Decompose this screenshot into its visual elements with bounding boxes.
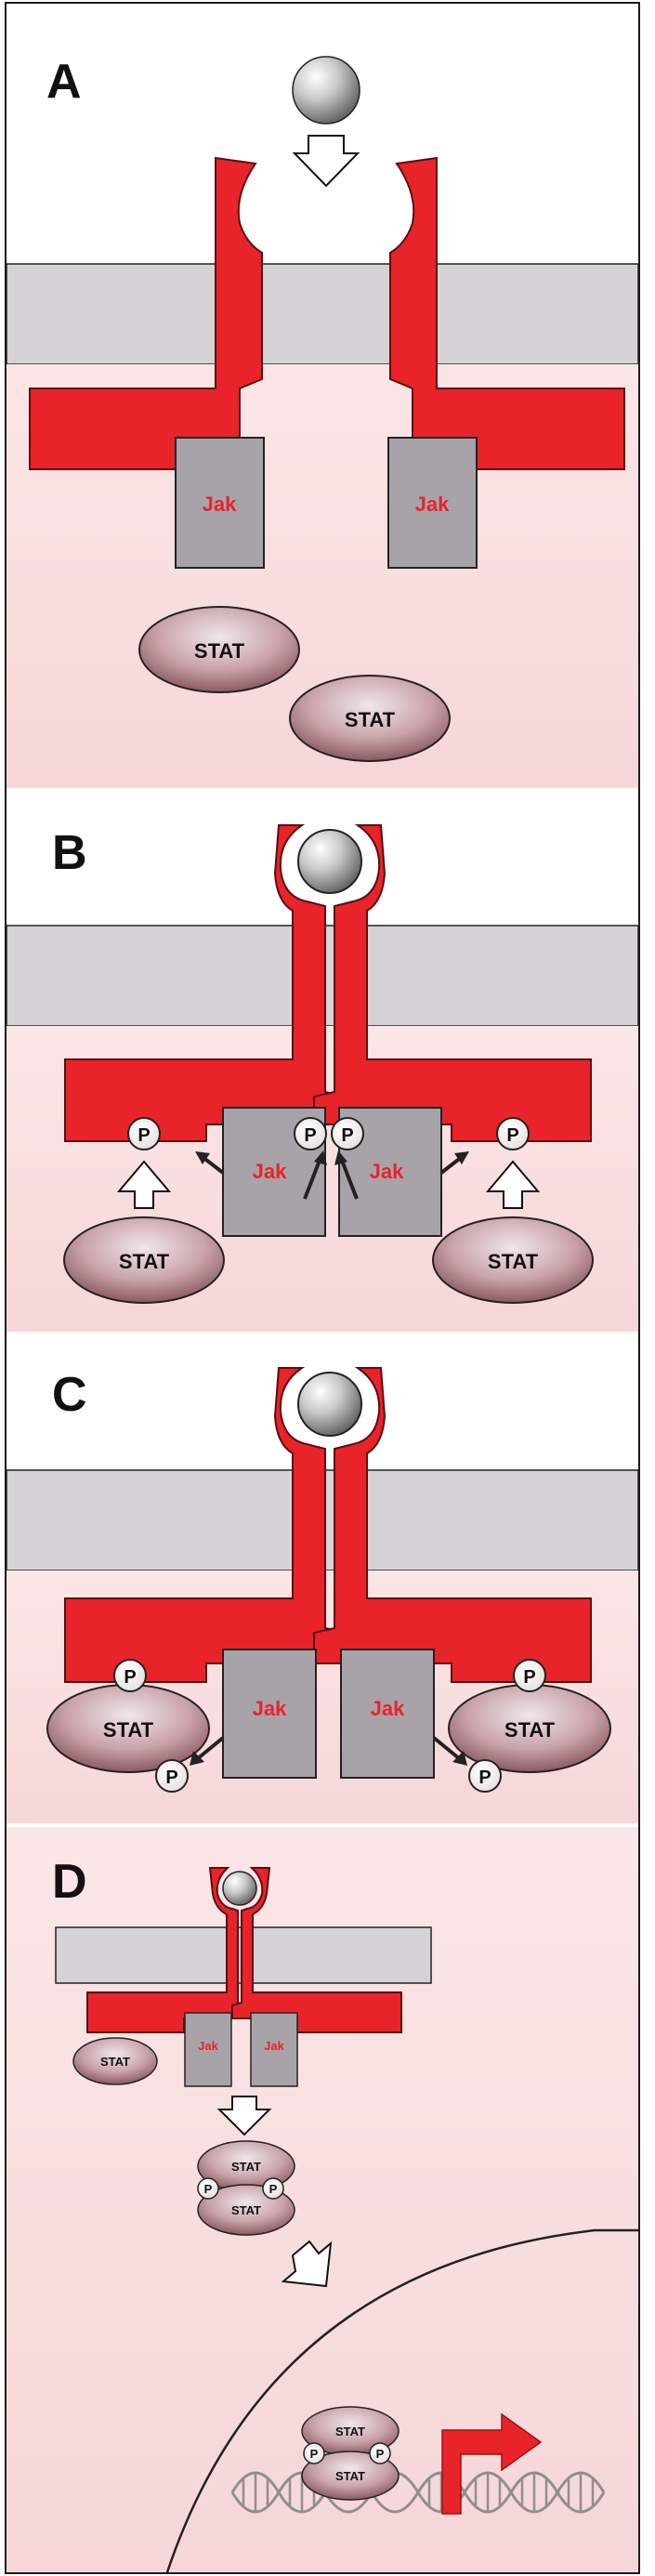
jak-label: Jak [198,2039,218,2053]
jak-label: Jak [253,1160,287,1183]
stat-oval [72,2037,158,2085]
up-arrow-icon [485,1160,541,1209]
phosphate-label: P [310,2447,319,2461]
stat-label: STAT [103,1718,154,1741]
jak-box-left [184,2012,232,2087]
jak-box-left [175,437,265,569]
phosphate-circle [127,1117,161,1150]
phosphate-label: P [165,1768,177,1788]
jak-box-right [387,437,478,569]
stat-label: STAT [504,1718,556,1741]
stat-label: STAT [194,639,245,663]
transcription-arrow-icon [441,2412,543,2515]
jak-box-left [222,1649,317,1779]
panel-label: B [52,826,87,880]
phosphate-label: P [376,2447,385,2461]
down-arrow-icon [292,135,360,188]
panel-a-membrane [6,263,639,365]
jak-box-right [250,2012,298,2087]
phosphate-circle [262,2177,284,2200]
panel-label: D [52,1855,87,1909]
panel-d: D Jak Jak STAT STAT STAT P P [7,1827,638,2573]
receptor-right [313,824,592,1142]
phosphate-label: P [138,1125,150,1146]
stat-label: STAT [488,1250,539,1273]
jak-label: Jak [203,493,237,516]
stat-oval [63,1216,225,1304]
stat-label: STAT [231,2160,261,2174]
stat-oval [289,675,451,762]
phosphate-label: P [478,1768,491,1788]
phosphorylation-arrows [190,1736,467,1766]
phosphate-label: P [269,2182,278,2196]
ligand-ball [292,56,360,125]
phosphate-circle [294,1117,327,1150]
phosphate-label: P [124,1667,136,1688]
phosphorylation-arrows [195,1150,469,1200]
phosphate-label: P [506,1125,518,1146]
panel-c: C Jak Jak STAT STAT P P P P [6,1335,639,1827]
nucleus-envelope [165,2228,638,2573]
jak-label: Jak [371,1697,405,1720]
phosphate-circle [197,2177,219,2200]
phosphate-circle [331,1117,364,1150]
stat-label: STAT [119,1250,170,1273]
receptor-left [64,1367,347,1683]
phosphate-label: P [304,1125,316,1146]
receptor-right [313,1367,592,1683]
jak-label: Jak [415,493,450,516]
jak-label: Jak [370,1160,404,1183]
up-arrow-icon [116,1160,172,1209]
jak-label: Jak [264,2039,284,2053]
phosphate-circle [496,1117,530,1150]
nuclear-import-arrow-icon [281,2240,333,2288]
panel-a: A Jak Jak STAT STAT [6,4,639,788]
phosphate-circle [369,2442,391,2464]
phosphate-label: P [341,1125,353,1146]
phosphate-circle [303,2442,325,2464]
panel-b: B Jak Jak P P P P [6,792,639,1333]
phosphate-circle [155,1759,189,1793]
stat-label: STAT [335,2425,365,2438]
down-arrow-icon [216,2096,272,2136]
panel-label: C [52,1368,87,1422]
phosphate-circle [468,1759,502,1793]
phosphate-label: P [523,1667,535,1688]
outer-frame-border [5,2,640,2574]
stat-label: STAT [335,2469,365,2483]
receptor-right [231,1867,402,2033]
phosphate-label: P [204,2182,213,2196]
ligand-ball [297,829,362,894]
ligand-ball [297,1372,362,1437]
phosphate-circle [513,1659,546,1692]
phosphate-circle [113,1659,147,1692]
stat-oval [138,606,300,693]
panel-label: A [46,55,82,109]
stat-label: STAT [100,2055,130,2069]
receptor-left [29,156,263,470]
stat-oval [432,1216,594,1304]
jak-box-right [340,1649,435,1779]
stat-label: STAT [231,2203,261,2217]
ligand-ball [222,1871,257,1906]
stat-dimer-bottom [301,2451,400,2501]
stat-label: STAT [345,708,396,731]
jak-label: Jak [253,1697,287,1720]
receptor-right [389,156,625,470]
receptor-left [64,824,347,1142]
panel-a-extracellular [7,4,638,264]
